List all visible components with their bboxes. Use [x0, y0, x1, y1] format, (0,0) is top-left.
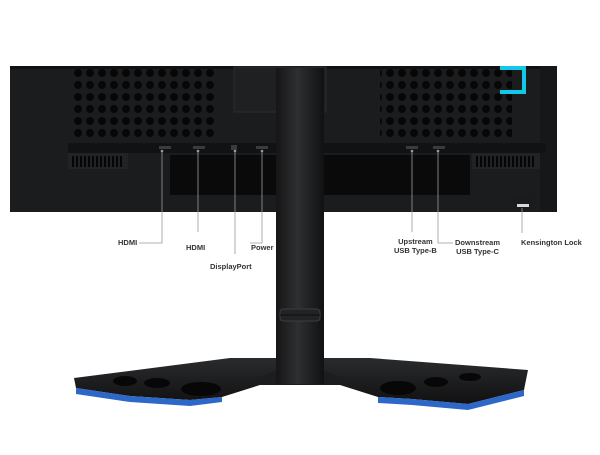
vent-grille-left — [72, 67, 217, 140]
kensington-slot — [514, 196, 532, 211]
label-usb-type-b-line1: Upstream — [398, 237, 433, 246]
label-usb-type-c: Downstream USB Type-C — [455, 238, 500, 256]
label-hdmi-1: HDMI — [118, 238, 138, 247]
label-displayport: DisplayPort — [210, 262, 252, 271]
label-usb-type-b: Upstream USB Type-B — [394, 237, 437, 255]
vent-grille-right — [380, 67, 512, 140]
label-hdmi-2: HDMI — [186, 243, 206, 252]
label-usb-type-c-line2: USB Type-C — [456, 247, 499, 256]
label-power: Power — [251, 243, 274, 252]
label-usb-type-c-line1: Downstream — [455, 238, 501, 247]
cyan-light-accent — [500, 66, 526, 94]
label-usb-type-b-line2: USB Type-B — [394, 246, 437, 255]
callout-lines — [139, 151, 523, 254]
label-kensington-lock: Kensington Lock — [521, 238, 582, 247]
stand-neck — [276, 68, 324, 384]
stand-base — [74, 358, 528, 410]
